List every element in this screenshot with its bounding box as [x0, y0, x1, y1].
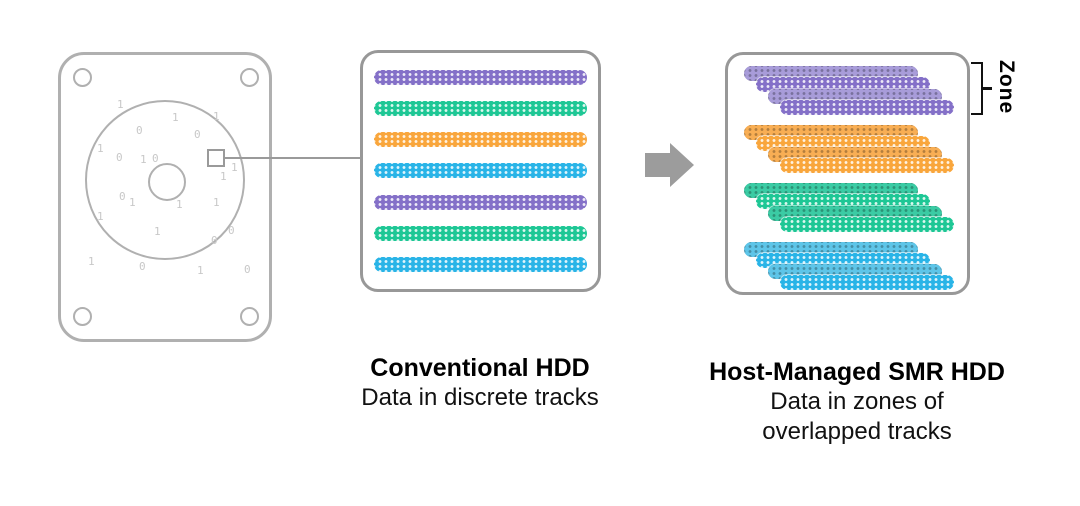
zone-label: Zone	[995, 60, 1018, 115]
smr-subtitle-line1: Data in zones of	[770, 388, 944, 415]
smr-hdd-panel	[725, 52, 970, 295]
binary-digit: 0	[194, 128, 201, 141]
binary-digit: 1	[197, 264, 204, 277]
conventional-hdd-panel	[360, 50, 601, 292]
binary-digit: 0	[211, 234, 218, 247]
zone-track-bar-cyan	[756, 252, 930, 268]
screw-hole-icon	[73, 68, 92, 87]
binary-digit: 1	[97, 210, 104, 223]
binary-digit: 1	[213, 110, 220, 123]
zone-track-bar-purple	[768, 88, 942, 104]
binary-digit: 0	[139, 260, 146, 273]
screw-hole-icon	[240, 68, 259, 87]
zone-track-bar-orange	[768, 147, 942, 163]
track-bar-orange	[374, 132, 587, 148]
zone-track-bar-purple	[756, 77, 930, 93]
binary-digit: 0	[119, 190, 126, 203]
zone-track-bar-cyan	[780, 275, 954, 291]
binary-digit: 1	[97, 142, 104, 155]
binary-digit: 1	[117, 98, 124, 111]
zone-track-bar-orange	[756, 135, 930, 151]
zone-track-bar-cyan	[768, 264, 942, 280]
track-bar-purple	[374, 194, 587, 210]
binary-digit: 1	[129, 196, 136, 209]
hdd-platter	[85, 100, 245, 260]
zone-track-bar-green	[756, 194, 930, 210]
binary-digit: 1	[88, 255, 95, 268]
screw-hole-icon	[73, 307, 92, 326]
track-bar-green	[374, 101, 587, 117]
screw-hole-icon	[240, 307, 259, 326]
binary-digit: 1	[231, 161, 238, 174]
track-bar-cyan	[374, 163, 587, 179]
hdd-spindle	[148, 163, 186, 201]
zone-bracket	[971, 62, 983, 115]
zone-track-bar-green	[768, 205, 942, 221]
binary-digit: 1	[176, 198, 183, 211]
binary-digit: 1	[172, 111, 179, 124]
zone-track-bar-purple	[744, 66, 918, 81]
conventional-subtitle: Data in discrete tracks	[361, 384, 599, 411]
zone-track-bar-green	[744, 183, 918, 198]
zone-track-bar-green	[780, 216, 954, 232]
zone-bracket-tick	[983, 87, 992, 90]
binary-digit: 0	[136, 124, 143, 137]
binary-digit: 1	[213, 196, 220, 209]
binary-digit: 0	[244, 263, 251, 276]
zone-track-bar-orange	[780, 158, 954, 174]
smr-caption: Host-Managed SMR HDD Data in zones of ov…	[697, 357, 1017, 447]
zone-track-bar-cyan	[744, 241, 918, 257]
track-bar-purple	[374, 70, 587, 85]
track-bar-green	[374, 225, 587, 241]
connector-line	[224, 157, 361, 159]
binary-digit: 1	[154, 225, 161, 238]
smr-subtitle-line2: overlapped tracks	[762, 418, 952, 445]
smr-title: Host-Managed SMR HDD	[709, 358, 1005, 386]
arrow-right-icon	[645, 143, 694, 187]
zone-track-bar-purple	[780, 99, 954, 115]
zone-track-bar-orange	[744, 124, 918, 140]
conventional-caption: Conventional HDD Data in discrete tracks	[320, 353, 640, 413]
track-bar-cyan	[374, 256, 587, 272]
zoom-region-square-icon	[207, 149, 225, 167]
binary-digit: 0	[152, 152, 159, 165]
binary-digit: 1	[140, 153, 147, 166]
conventional-title: Conventional HDD	[370, 354, 590, 382]
binary-digit: 0	[228, 224, 235, 237]
binary-digit: 1	[220, 170, 227, 183]
binary-digit: 0	[116, 151, 123, 164]
